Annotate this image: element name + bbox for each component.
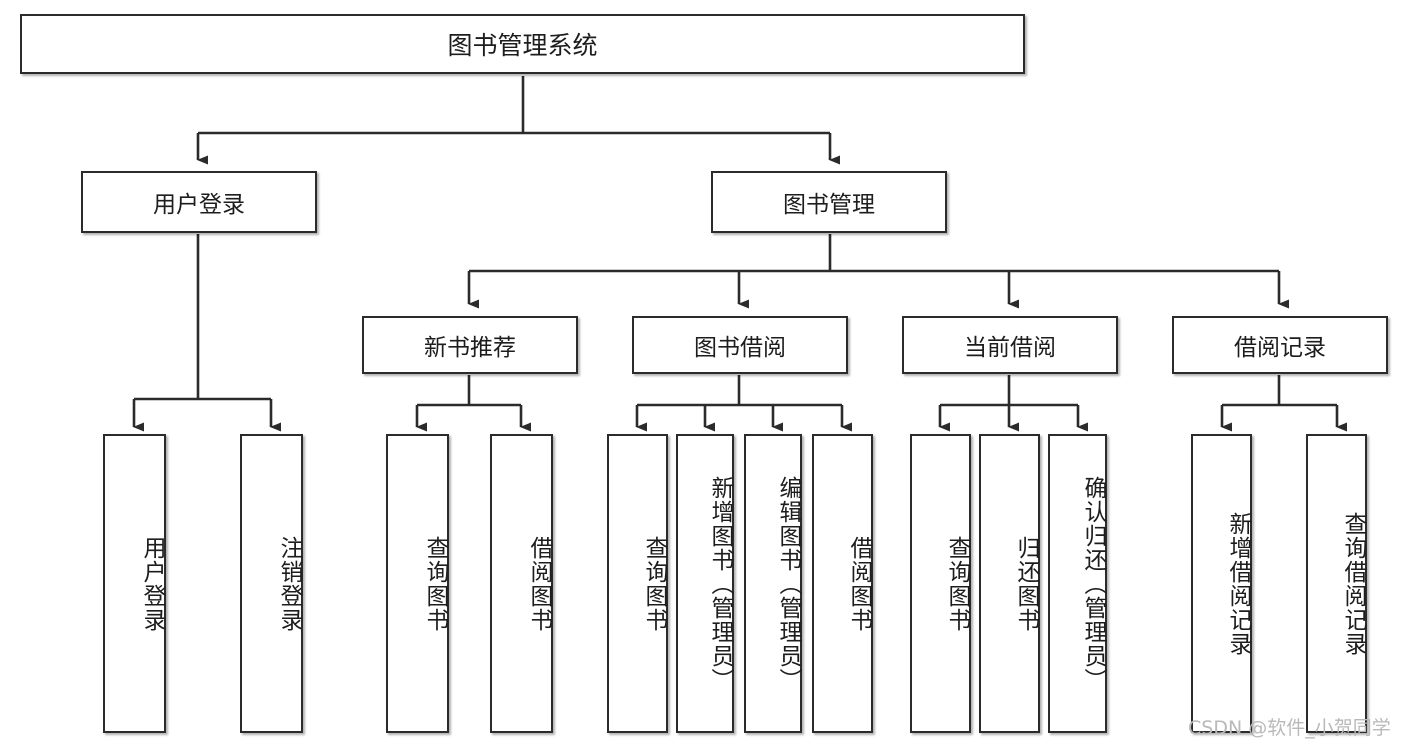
leaf-borrow-edit-book-admin[interactable]: 编辑图书（管理员） [744,434,802,733]
leaf-label: 借阅图书 [526,535,552,632]
leaf-label: 用户登录 [139,535,165,632]
node-root[interactable]: 图书管理系统 [20,14,1025,74]
leaf-label: 查询借阅记录 [1340,511,1366,656]
leaf-recommend-borrow-book[interactable]: 借阅图书 [490,434,553,733]
leaf-label: 编辑图书（管理员） [775,475,801,692]
leaf-user-login-logout[interactable]: 注销登录 [240,434,303,733]
node-current-borrow-label: 当前借阅 [964,335,1056,361]
leaf-current-return-book[interactable]: 归还图书 [979,434,1040,733]
leaf-label: 归还图书 [1013,535,1039,632]
leaf-current-confirm-return-admin[interactable]: 确认归还（管理员） [1048,434,1107,733]
leaf-label: 确认归还（管理员） [1080,475,1106,692]
node-borrow-record-label: 借阅记录 [1234,335,1326,361]
leaf-borrow-query-book[interactable]: 查询图书 [607,434,668,733]
node-book-management-label: 图书管理 [783,192,875,218]
leaf-borrow-add-book-admin[interactable]: 新增图书（管理员） [676,434,734,733]
node-book-borrow-label: 图书借阅 [694,335,786,361]
node-user-login-label: 用户登录 [153,192,245,218]
node-new-book-recommend[interactable]: 新书推荐 [362,316,578,374]
leaf-record-query-record[interactable]: 查询借阅记录 [1306,434,1367,733]
leaf-label: 新增图书（管理员） [707,475,733,692]
leaf-current-query-book[interactable]: 查询图书 [910,434,971,733]
leaf-label: 借阅图书 [846,535,872,632]
node-new-book-recommend-label: 新书推荐 [424,335,516,361]
leaf-borrow-borrow-book[interactable]: 借阅图书 [812,434,873,733]
node-borrow-record[interactable]: 借阅记录 [1172,316,1388,374]
leaf-label: 新增借阅记录 [1225,511,1251,656]
node-book-management[interactable]: 图书管理 [711,171,947,233]
node-user-login[interactable]: 用户登录 [81,171,317,233]
node-current-borrow[interactable]: 当前借阅 [902,316,1118,374]
leaf-record-add-record[interactable]: 新增借阅记录 [1191,434,1252,733]
leaf-recommend-query-book[interactable]: 查询图书 [386,434,449,733]
node-root-label: 图书管理系统 [447,31,598,60]
leaf-label: 注销登录 [276,535,302,632]
leaf-user-login-login[interactable]: 用户登录 [103,434,166,733]
leaf-label: 查询图书 [422,535,448,632]
leaf-label: 查询图书 [944,535,970,632]
node-book-borrow[interactable]: 图书借阅 [632,316,848,374]
leaf-label: 查询图书 [641,535,667,632]
